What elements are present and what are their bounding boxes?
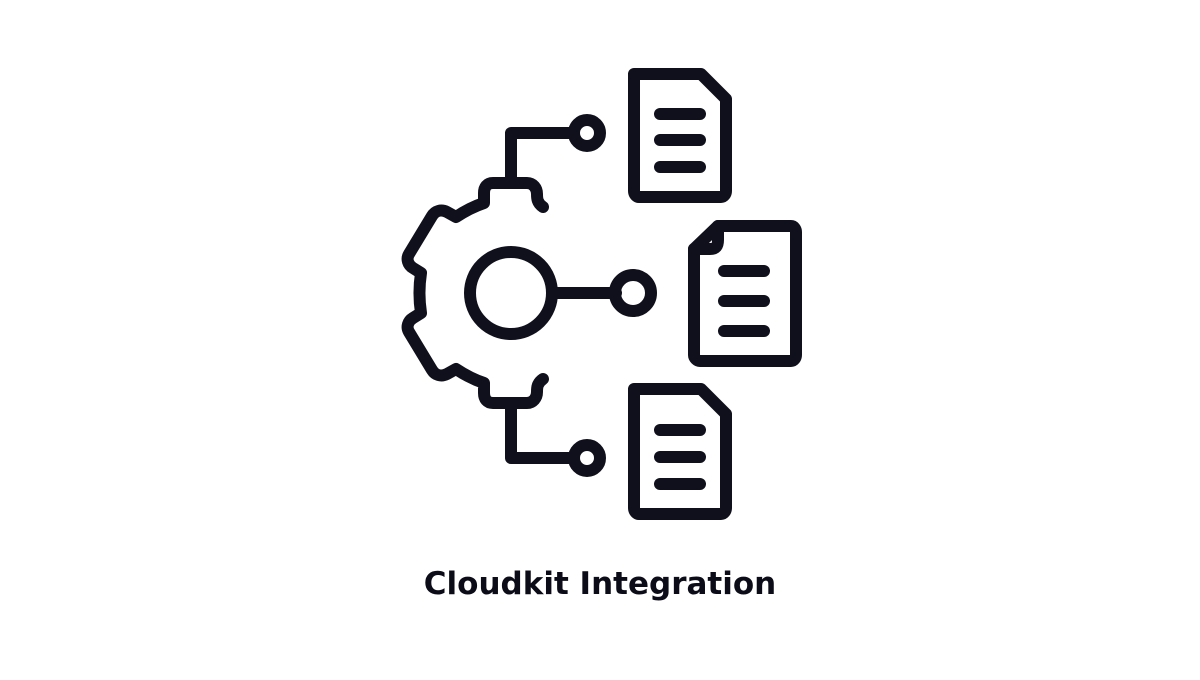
caption-title: Cloudkit Integration xyxy=(423,566,777,602)
gear-icon xyxy=(401,177,549,409)
document-middle-icon xyxy=(688,220,802,367)
connector-node-top-icon xyxy=(568,114,606,152)
connector-node-middle-icon xyxy=(609,269,657,317)
connector-node-bottom-icon xyxy=(568,439,606,477)
document-bottom-icon xyxy=(628,383,732,520)
document-top-icon xyxy=(628,68,732,203)
hub-circle-icon xyxy=(464,246,558,340)
